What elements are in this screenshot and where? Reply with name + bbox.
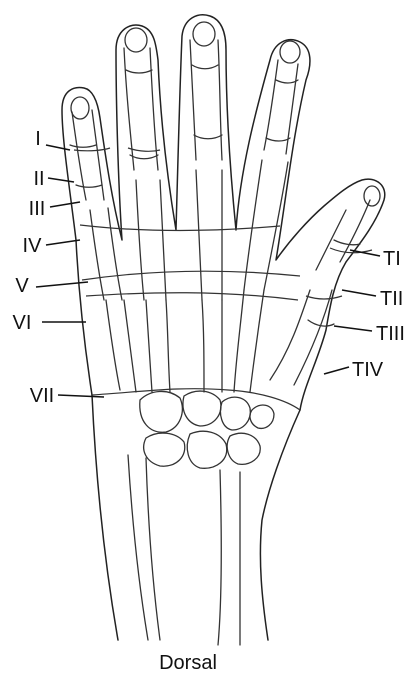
ring-finger-bones bbox=[190, 22, 222, 300]
forearm-outline-left bbox=[92, 395, 118, 640]
little-finger-bones bbox=[244, 41, 300, 290]
zone-line-thumb-mcp bbox=[306, 296, 342, 299]
figure-caption: Dorsal bbox=[159, 652, 217, 674]
zone-label-v: V bbox=[15, 275, 29, 297]
leader-zone-1 bbox=[46, 145, 70, 150]
zone-label-ii: II bbox=[33, 168, 44, 190]
zone-label-iii: III bbox=[29, 198, 46, 220]
leader-zone-t2 bbox=[342, 290, 376, 296]
middle-finger-bones bbox=[124, 28, 166, 300]
zone-label-vi: VI bbox=[13, 312, 32, 334]
ulna-bone bbox=[128, 455, 160, 640]
zone-label-ti: TI bbox=[383, 248, 401, 270]
leader-zone-3 bbox=[50, 202, 80, 207]
thumb-bones bbox=[270, 186, 380, 385]
zone-label-vii: VII bbox=[30, 385, 54, 407]
thumb-zone-labels: TI TII TIII TIV bbox=[324, 248, 405, 381]
zone-label-tiv: TIV bbox=[352, 359, 384, 381]
metacarpal-bones bbox=[106, 290, 264, 392]
leader-zone-2 bbox=[48, 178, 74, 182]
leader-zone-t3 bbox=[334, 326, 372, 331]
leader-zone-5 bbox=[36, 282, 88, 287]
hand-outline bbox=[62, 15, 385, 410]
zone-line-palm-distal bbox=[86, 293, 298, 300]
radius-bone bbox=[218, 470, 240, 645]
zone-label-i: I bbox=[35, 128, 41, 150]
leader-zone-7 bbox=[58, 395, 104, 397]
finger-zone-labels: I II III IV V VI VII bbox=[13, 128, 104, 407]
carpal-bones bbox=[140, 391, 274, 468]
zone-label-tiii: TIII bbox=[376, 323, 405, 345]
zone-label-tii: TII bbox=[380, 288, 403, 310]
forearm-outline-right bbox=[260, 410, 300, 640]
hand-illustration bbox=[62, 15, 385, 645]
zone-label-iv: IV bbox=[23, 235, 43, 257]
leader-zone-t4 bbox=[324, 367, 349, 374]
leader-zone-4 bbox=[46, 240, 80, 245]
